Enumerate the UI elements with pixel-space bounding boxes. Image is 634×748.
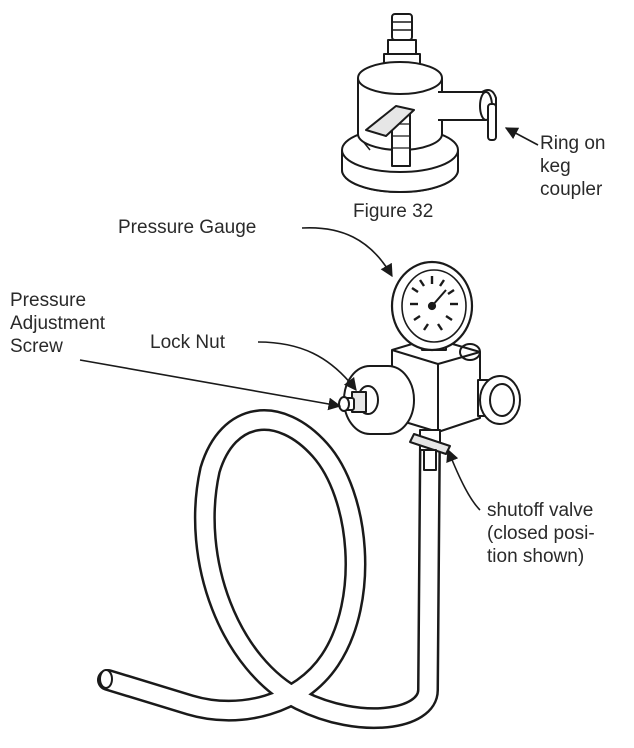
pressure-gauge-drawing bbox=[390, 260, 474, 352]
adjustment-screw-line-2: Adjustment bbox=[10, 313, 106, 334]
shutoff-valve-line-3: tion shown) bbox=[487, 546, 585, 567]
figure-caption: Figure 32 bbox=[353, 201, 434, 222]
leader-lock-nut bbox=[257, 341, 357, 392]
adjustment-screw-label: Pressure Adjustment Screw bbox=[10, 289, 105, 358]
lock-nut-label: Lock Nut bbox=[150, 332, 225, 353]
pressure-gauge-label: Pressure Gauge bbox=[118, 217, 257, 238]
adjustment-screw-line-1: Pressure bbox=[10, 290, 87, 311]
leader-shutoff bbox=[446, 448, 481, 511]
leader-ring bbox=[504, 127, 539, 146]
adjustment-screw-line-3: Screw bbox=[10, 336, 63, 357]
gas-hose-drawing bbox=[97, 409, 441, 730]
shutoff-valve-label: shutoff valve (closed posi- tion shown) bbox=[487, 499, 595, 568]
shutoff-valve-line-1: shutoff valve bbox=[487, 500, 594, 521]
leader-screw bbox=[79, 359, 342, 411]
keg-coupler-drawing bbox=[341, 13, 497, 193]
leader-lines bbox=[79, 127, 539, 511]
ring-label-line-2: keg bbox=[540, 156, 571, 177]
shutoff-valve-line-2: (closed posi- bbox=[487, 523, 595, 544]
ring-label-line-3: coupler bbox=[540, 179, 603, 200]
ring-label: Ring on keg coupler bbox=[540, 132, 606, 201]
ring-label-line-1: Ring on bbox=[540, 133, 606, 154]
leader-gauge bbox=[301, 227, 393, 278]
